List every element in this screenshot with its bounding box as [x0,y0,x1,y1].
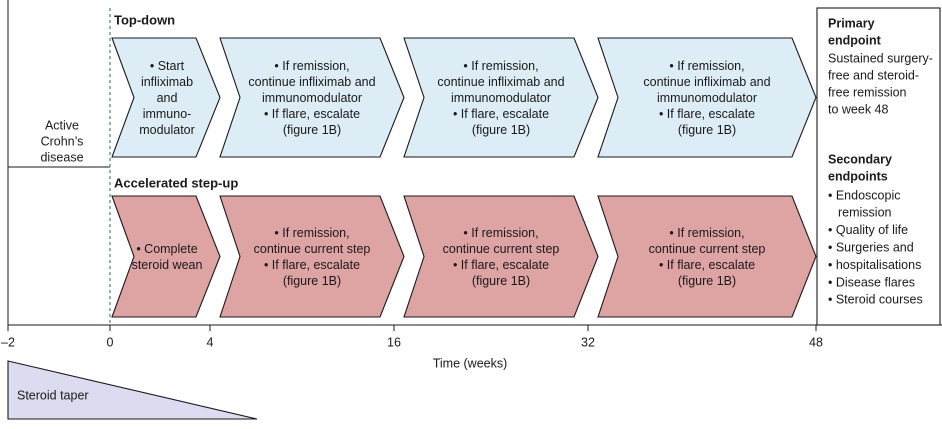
step-text: • Start infliximab and immuno-modulator [139,59,195,137]
step-text-line: • If remission, [463,59,538,73]
step-text-line: (figure 1B) [472,123,530,137]
steroid-taper-label: Steroid taper [17,388,89,402]
step-text-line: immuno- [143,107,192,121]
step-text-line: • If remission, [274,59,349,73]
step-text-line: (figure 1B) [678,123,736,137]
axis-tick-label: 0 [107,335,114,349]
active-crohns-label-line: Active [45,118,79,132]
primary-endpoint-title: Primary [828,16,875,30]
secondary-endpoint-item: remission [838,206,892,220]
secondary-endpoint-item: • Surgeries and [828,240,914,254]
step-text-line: (figure 1B) [283,123,341,137]
step-text-line: and [157,91,178,105]
step-text-line: • If remission, [274,226,349,240]
step-text-line: • Start [150,59,185,73]
primary-endpoint-text: Sustained surgery- [828,51,933,65]
step-text-line: continue infliximab and [437,75,564,89]
step-text-line: • If flare, escalate [453,107,549,121]
secondary-endpoint-item: • Quality of life [828,223,908,237]
steroid-taper-wedge [7,360,258,420]
step-chevron [219,195,405,318]
step-text-line: • If remission, [669,226,744,240]
primary-endpoint-title: endpoint [828,33,882,47]
arm-title: Accelerated step-up [114,175,238,190]
primary-endpoint-text: free remission [828,85,907,99]
step-text-line: • If flare, escalate [264,258,360,272]
axis-tick-label: 16 [387,335,401,349]
step-text: • If remission, continue current step • If… [254,226,371,288]
active-crohns-label-line: disease [40,150,83,164]
step-chevron [403,195,599,318]
step-text-line: • If flare, escalate [264,107,360,121]
axis-tick-label: 4 [207,335,214,349]
axis-title: Time (weeks) [433,356,508,370]
step-text-line: continue infliximab and [643,75,770,89]
endpoints-box [816,7,941,326]
step-text-line: • If flare, escalate [453,258,549,272]
axis-tick-label: 32 [581,335,595,349]
step-text-line: immunomodulator [657,91,757,105]
step-text: • If remission, continue infliximab and im… [643,59,770,137]
step-text-line: infliximab [141,75,193,89]
arm-title: Top-down [114,12,175,27]
step-text-line: modulator [139,123,195,137]
secondary-endpoints-title: Secondary [828,152,892,166]
step-chevron [597,195,817,318]
step-text-line: continue infliximab and [248,75,375,89]
arm-top-down: Top-down • Start infliximab and immuno-modul… [111,12,817,158]
step-chevron [111,195,221,318]
step-text: • Complete steroid wean [132,242,203,272]
step-chevron [403,37,599,158]
step-text-line: continue current step [254,242,371,256]
step-text: • If remission, continue current step • If… [649,226,766,288]
step-text-line: • Complete [136,242,197,256]
axis-tick-label: 48 [809,335,823,349]
step-text-line: (figure 1B) [678,274,736,288]
axis-tick-label: –2 [1,335,15,349]
secondary-endpoint-item: • hospitalisations [828,258,921,272]
step-text-line: continue current step [443,242,560,256]
step-text: • If remission, continue current step • If… [443,226,560,288]
step-text-line: • If remission, [463,226,538,240]
step-text-line: (figure 1B) [283,274,341,288]
step-text-line: • If remission, [669,59,744,73]
active-crohns-label-line: Crohn’s [41,134,84,148]
step-chevron [219,37,405,158]
secondary-endpoint-item: • Steroid courses [828,293,923,307]
step-text: • If remission, continue infliximab and im… [437,59,564,137]
arm-accelerated-step-up: Accelerated step-up • Complete steroid wea… [111,175,817,318]
step-text-line: continue current step [649,242,766,256]
step-text: • If remission, continue infliximab and im… [248,59,375,137]
primary-endpoint-text: free and steroid- [828,68,919,82]
step-text-line: (figure 1B) [472,274,530,288]
secondary-endpoints-title: endpoints [828,169,888,183]
step-chevron [597,37,817,158]
step-text-line: steroid wean [132,258,203,272]
secondary-endpoint-item: • Disease flares [828,275,915,289]
secondary-endpoint-item: • Endoscopic [828,188,900,202]
step-text-line: immunomodulator [451,91,551,105]
step-text-line: • If flare, escalate [659,107,755,121]
step-text-line: immunomodulator [262,91,362,105]
step-chevron [111,37,221,158]
step-text-line: • If flare, escalate [659,258,755,272]
primary-endpoint-text: to week 48 [828,102,889,116]
